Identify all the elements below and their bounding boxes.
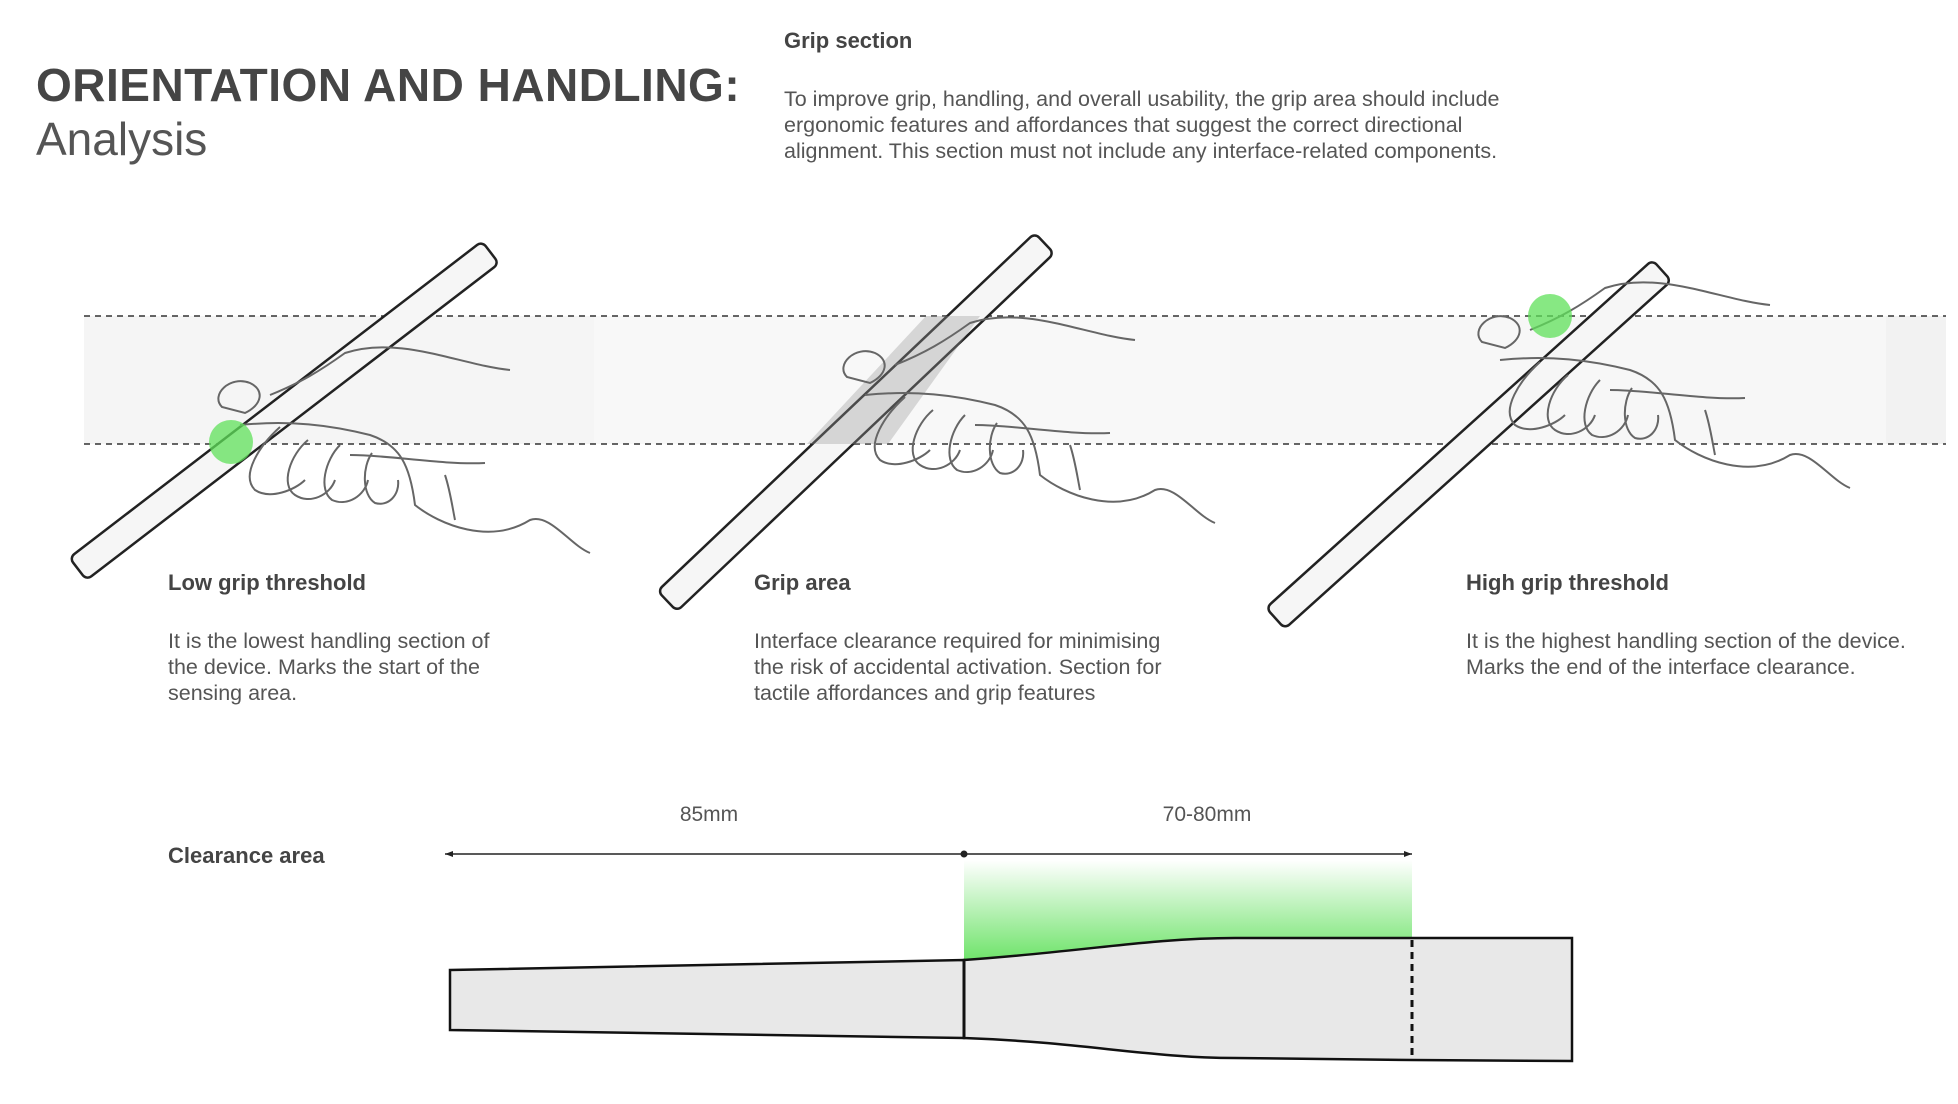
grip-section-line: ergonomic features and affordances that … <box>784 113 1463 137</box>
panel-description: Interface clearance required for minimis… <box>754 628 1224 706</box>
page-title: ORIENTATION AND HANDLING: <box>36 59 741 111</box>
panel-line: Marks the end of the interface clearance… <box>1466 655 1856 679</box>
grip-section-title: Grip section <box>784 28 913 53</box>
clearance-area-label: Clearance area <box>168 843 325 868</box>
panel-line: the device. Marks the start of the <box>168 655 480 679</box>
panel-line: It is the highest handling section of th… <box>1466 629 1906 653</box>
dimension-label-left: 85mm <box>679 803 739 826</box>
low-threshold-marker <box>209 420 253 464</box>
grip-section-description: To improve grip, handling, and overall u… <box>784 86 1500 164</box>
band-fill <box>1886 316 1946 444</box>
stylus-device <box>70 242 498 579</box>
panel-line: It is the lowest handling section of <box>168 629 490 653</box>
panel-grip-area: Grip area Interface clearance required f… <box>754 570 1224 706</box>
high-threshold-marker <box>1528 294 1572 338</box>
hand-illustration-low <box>70 242 591 579</box>
arrow-right <box>1404 851 1412 857</box>
arrow-left <box>445 851 453 857</box>
panel-title: High grip threshold <box>1466 570 1669 595</box>
panel-description: It is the lowest handling section of the… <box>168 628 588 706</box>
device-upper-section <box>962 936 1574 1063</box>
panel-title: Low grip threshold <box>168 570 366 595</box>
panel-line: tactile affordances and grip features <box>754 681 1096 705</box>
panel-line: Interface clearance required for minimis… <box>754 629 1161 653</box>
clearance-dimensions <box>445 850 1412 858</box>
hand-illustration-mid <box>658 234 1216 611</box>
clearance-device-profile <box>448 860 1574 1063</box>
grip-section-line: alignment. This section must not include… <box>784 139 1498 163</box>
page-subtitle: Analysis <box>36 113 208 165</box>
grip-band <box>84 315 1946 445</box>
hand-illustration-high <box>1267 261 1851 628</box>
dimension-label-right: 70-80mm <box>1162 803 1252 826</box>
panel-title: Grip area <box>754 570 851 595</box>
stylus-device <box>1267 261 1671 628</box>
panel-line: the risk of accidental activation. Secti… <box>754 655 1162 679</box>
device-lower-section <box>448 958 966 1040</box>
grip-area-highlight <box>807 316 980 444</box>
panel-high-grip: High grip threshold It is the highest ha… <box>1466 570 1956 680</box>
panel-description: It is the highest handling section of th… <box>1466 628 1956 680</box>
panel-line: sensing area. <box>168 681 298 705</box>
dimension-midpoint <box>960 850 968 858</box>
panel-low-grip: Low grip threshold It is the lowest hand… <box>168 570 588 706</box>
stylus-device <box>658 234 1053 611</box>
grip-section-line: To improve grip, handling, and overall u… <box>784 87 1500 111</box>
